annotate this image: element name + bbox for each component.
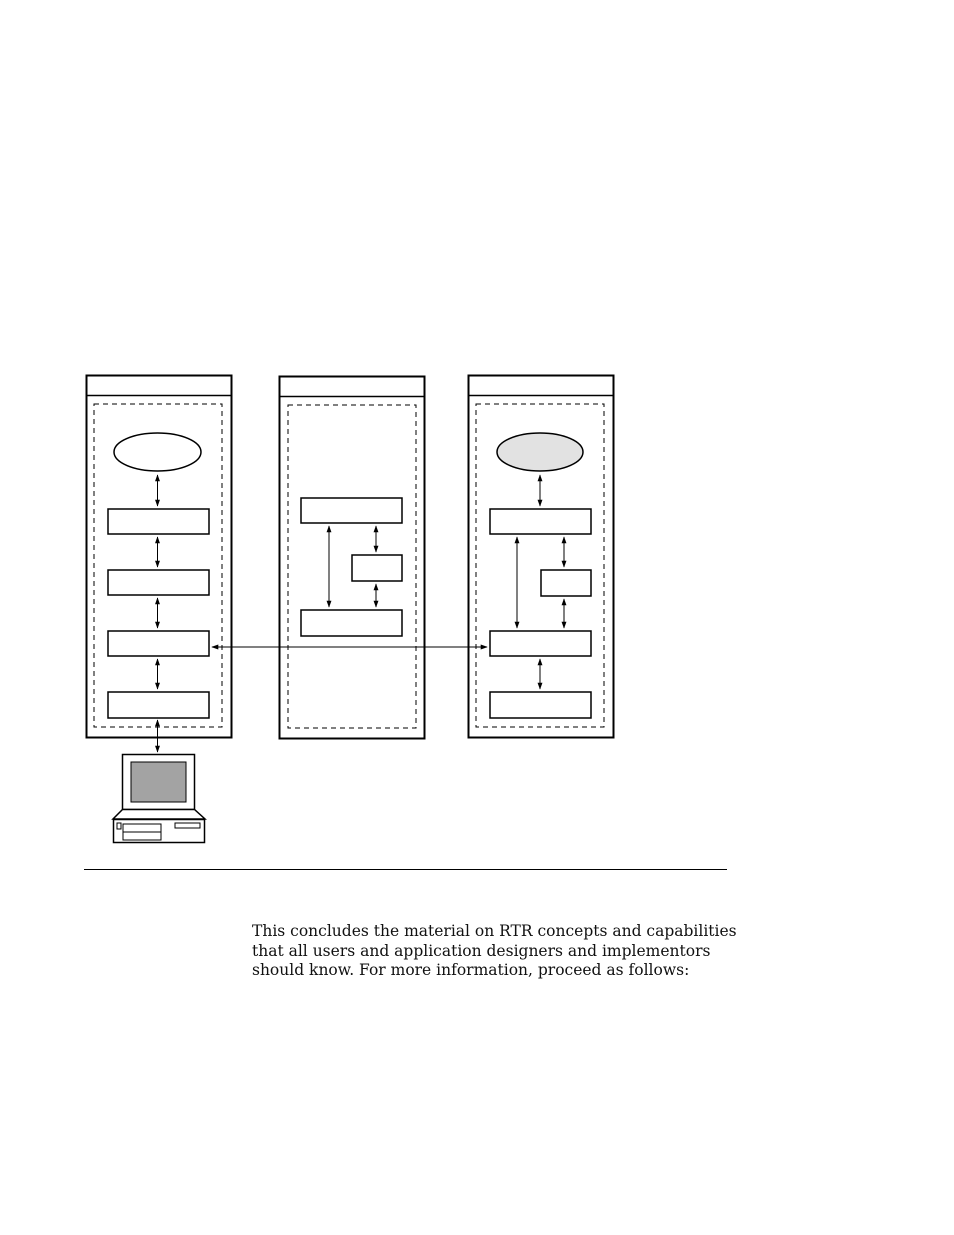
node-boundary [287,404,417,729]
left-node [85,374,233,753]
layer-box [107,569,210,596]
node-frame [85,374,233,739]
small-box [351,554,403,582]
small-box [540,569,592,597]
paragraph-line: that all users and application designers… [252,941,711,960]
layer-box [489,508,592,535]
middle-node [278,375,426,740]
node-frame [278,375,426,740]
layer-box [107,691,210,719]
application-oval [113,432,202,472]
power-light [116,822,122,830]
layer-box [489,630,592,657]
layer-box [300,497,403,524]
node-boundary [475,403,605,728]
rtr-figure [85,374,615,844]
body-paragraph: This concludes the material on RTR conce… [252,922,737,981]
paragraph-line: should know. For more information, proce… [252,961,690,979]
layer-box [489,691,592,719]
floppy-slot [174,822,201,829]
drive-bay [122,823,162,833]
monitor-base [111,808,207,820]
right-node [467,374,615,739]
computer-icon [111,753,207,844]
layer-box [107,630,210,657]
node-frame [467,374,615,739]
drive-bay [122,831,162,841]
layer-box [300,609,403,637]
layer-box [107,508,210,535]
application-oval-highlighted [496,432,584,472]
monitor-screen [130,761,187,803]
paragraph-line: This concludes the material on RTR conce… [252,922,737,940]
horizontal-rule [84,869,727,870]
